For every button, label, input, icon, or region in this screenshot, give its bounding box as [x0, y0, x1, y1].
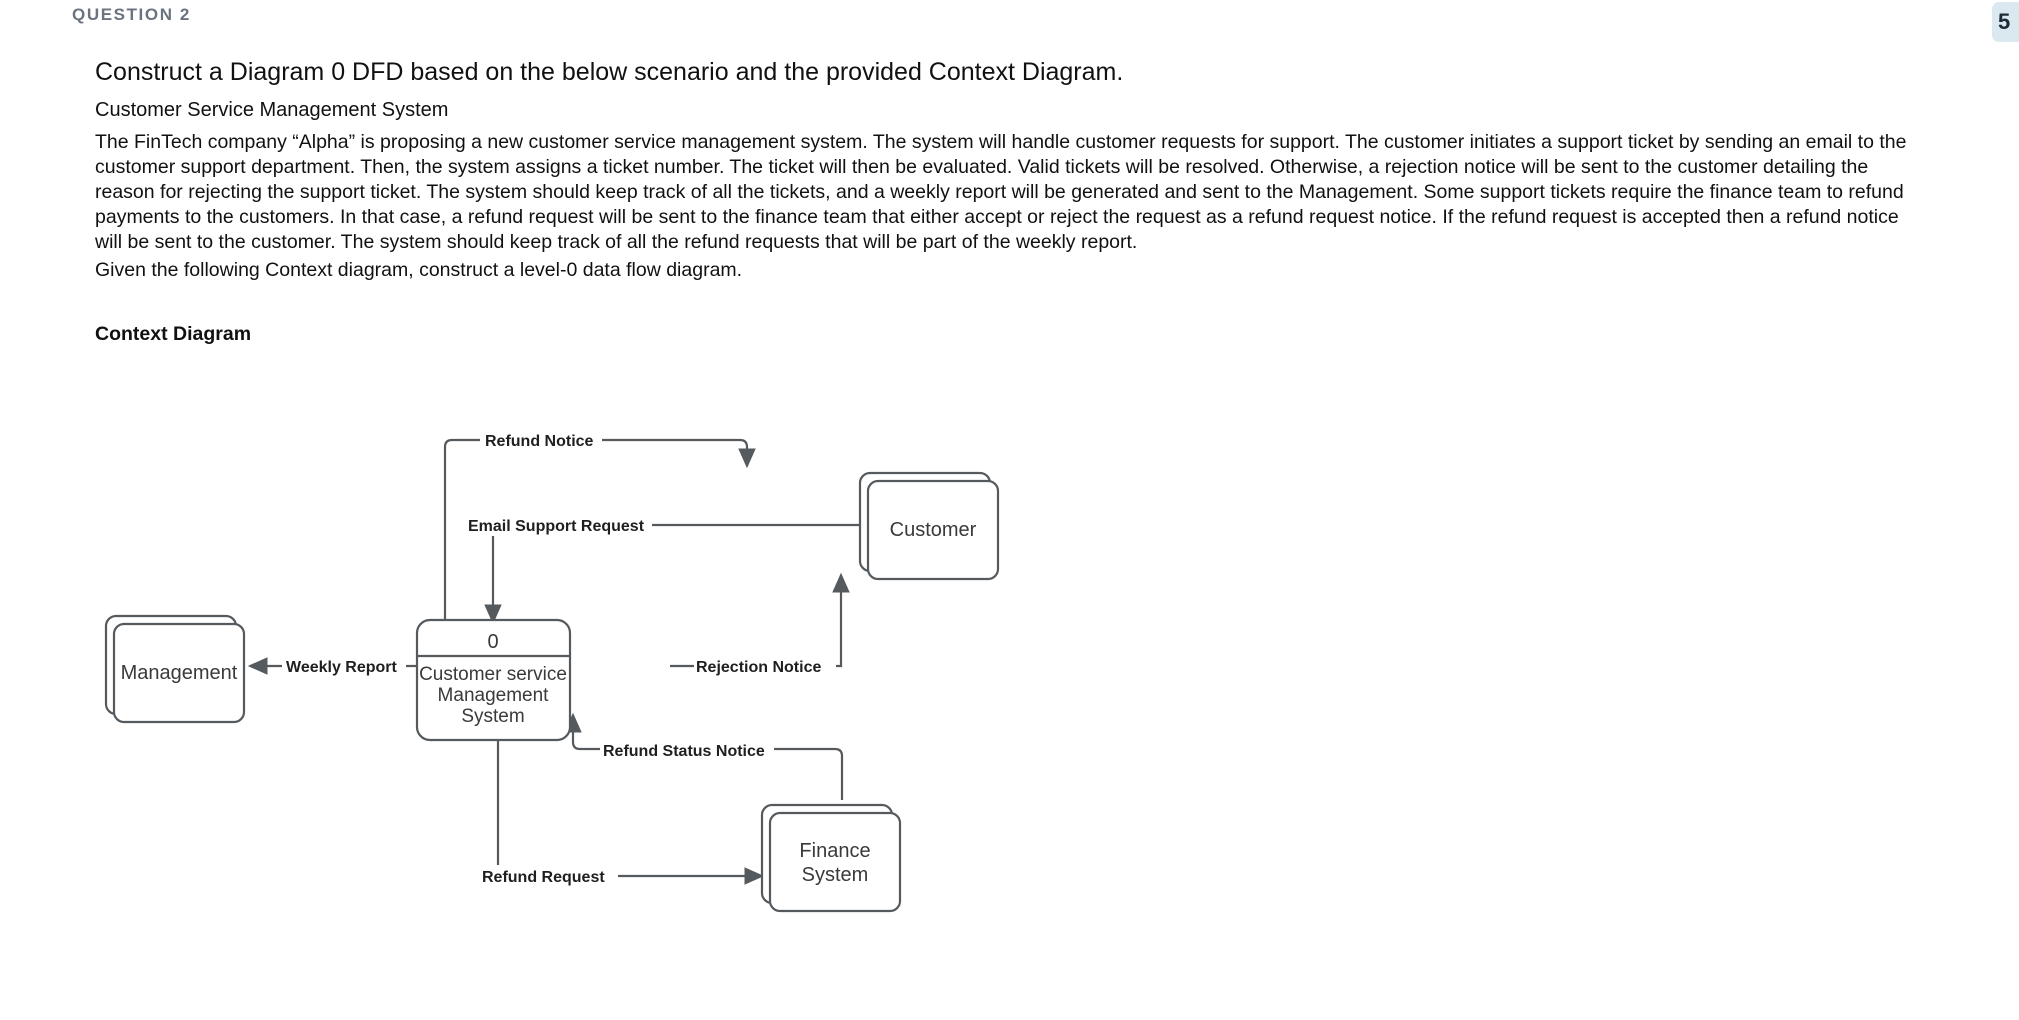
- page-counter-badge[interactable]: 5: [1992, 2, 2019, 42]
- entity-label-finance-system-line1: Finance: [799, 840, 870, 862]
- process-number: 0: [487, 631, 498, 653]
- scenario-subtitle: Customer Service Management System: [95, 99, 449, 121]
- flow-refund-status-notice: Refund Status Notice: [564, 712, 844, 800]
- entity-label-customer: Customer: [890, 519, 977, 541]
- flow-label-refund-notice: Refund Notice: [485, 433, 594, 450]
- flow-label-refund-status-notice: Refund Status Notice: [603, 743, 765, 760]
- question-label: QUESTION 2: [72, 5, 191, 24]
- flow-refund-request: Refund Request: [480, 715, 765, 887]
- entity-label-management: Management: [121, 662, 238, 684]
- page-title: Construct a Diagram 0 DFD based on the b…: [95, 58, 1124, 86]
- process-label-line1: Customer service: [419, 664, 567, 685]
- entity-finance-system[interactable]: Finance System: [760, 803, 902, 913]
- flow-email-support-request: Email Support Request: [466, 514, 868, 625]
- flow-label-rejection-notice: Rejection Notice: [696, 659, 821, 676]
- flow-weekly-report: Weekly Report: [247, 655, 417, 677]
- context-diagram: Refund Notice Email Support Request Week…: [100, 370, 1100, 990]
- flow-refund-notice: Refund Notice: [443, 428, 756, 626]
- scenario-paragraph: The FinTech company “Alpha” is proposing…: [95, 131, 1907, 253]
- process-label-line2: Management: [438, 685, 550, 706]
- task-instruction: Given the following Context diagram, con…: [95, 259, 743, 281]
- process-0[interactable]: 0 Customer service Management System: [415, 618, 572, 742]
- entity-management[interactable]: Management: [104, 614, 246, 724]
- flow-label-weekly-report: Weekly Report: [286, 659, 398, 676]
- flow-label-email-support-request: Email Support Request: [468, 518, 645, 535]
- entity-label-finance-system-line2: System: [802, 864, 869, 886]
- flow-label-refund-request: Refund Request: [482, 869, 605, 886]
- entity-customer[interactable]: Customer: [858, 471, 1000, 581]
- context-diagram-heading: Context Diagram: [95, 323, 252, 345]
- process-label-line3: System: [461, 706, 524, 727]
- flow-rejection-notice: Rejection Notice: [670, 572, 850, 677]
